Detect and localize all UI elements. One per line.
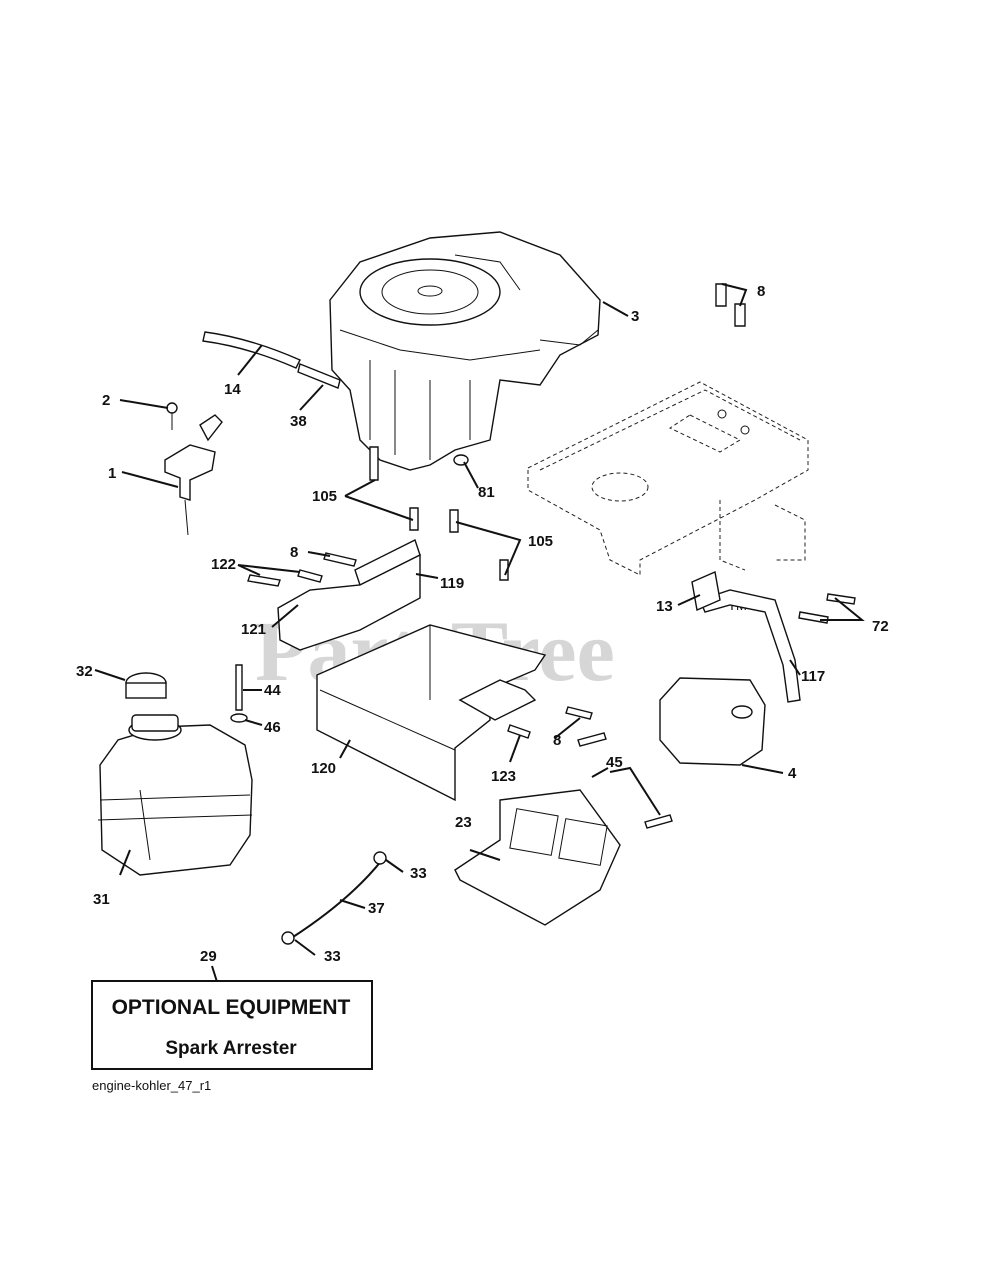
callout-31: 31 xyxy=(93,891,110,908)
clamp-top xyxy=(373,851,387,865)
callout-4: 4 xyxy=(788,765,797,782)
fuel-tank xyxy=(97,672,253,876)
washer-46 xyxy=(230,713,248,723)
optional-equipment-box xyxy=(91,980,373,1070)
callout-37: 37 xyxy=(368,900,385,917)
fuel-hose xyxy=(202,331,301,369)
callout-14: 14 xyxy=(224,381,241,398)
callout-38: 38 xyxy=(290,413,307,430)
callout-122: 122 xyxy=(211,556,236,573)
throttle-control xyxy=(164,402,223,536)
fuel-line xyxy=(292,859,383,938)
clamp-bottom xyxy=(281,931,295,945)
callout-8-right: 8 xyxy=(553,732,561,749)
fuel-filter xyxy=(297,363,341,389)
callout-105-right: 105 xyxy=(528,533,553,550)
callout-2: 2 xyxy=(102,392,110,409)
bolts xyxy=(247,283,856,829)
callout-33-top: 33 xyxy=(410,865,427,882)
callout-33-bottom: 33 xyxy=(324,948,341,965)
callout-120: 120 xyxy=(311,760,336,777)
callout-8-top: 8 xyxy=(757,283,765,300)
callout-46: 46 xyxy=(264,719,281,736)
callout-13: 13 xyxy=(656,598,673,615)
callout-3: 3 xyxy=(631,308,639,325)
optional-equipment-subtitle: Spark Arrester xyxy=(165,1038,297,1059)
callout-32: 32 xyxy=(76,663,93,680)
callout-72: 72 xyxy=(872,618,889,635)
callout-29: 29 xyxy=(200,948,217,965)
mounting-brackets xyxy=(277,539,547,802)
callout-119: 119 xyxy=(440,575,464,592)
screw-44 xyxy=(235,664,243,711)
muffler-assembly xyxy=(659,571,801,766)
callout-117: 117 xyxy=(801,668,825,685)
mower-frame xyxy=(527,381,809,576)
callout-23: 23 xyxy=(455,814,472,831)
callout-105-left: 105 xyxy=(312,488,337,505)
callout-8-mid: 8 xyxy=(290,544,298,561)
callout-1: 1 xyxy=(108,465,116,482)
optional-equipment-title: OPTIONAL EQUIPMENT xyxy=(112,996,351,1019)
heat-shield xyxy=(454,789,621,926)
callout-81: 81 xyxy=(478,484,495,501)
callout-123: 123 xyxy=(491,768,516,785)
callout-45: 45 xyxy=(606,754,623,771)
leader-lines xyxy=(94,283,865,986)
engine xyxy=(329,231,601,471)
diagram-caption: engine-kohler_47_r1 xyxy=(92,1078,211,1093)
callout-44: 44 xyxy=(264,682,281,699)
callout-121: 121 xyxy=(241,621,266,638)
